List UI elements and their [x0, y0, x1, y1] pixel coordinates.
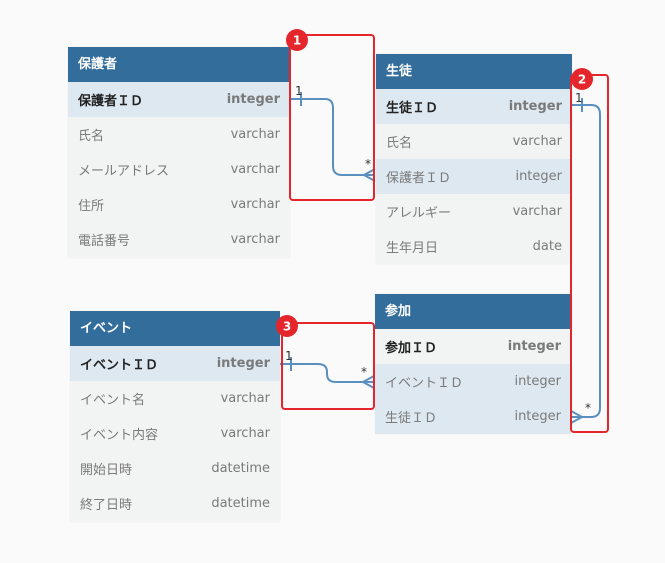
column-type: datetime [211, 496, 270, 511]
table-row[interactable]: 生年月日 date [376, 229, 572, 264]
column-name: 住所 [78, 199, 105, 214]
table-row[interactable]: アレルギー varchar [376, 194, 572, 229]
relation-event-participation[interactable]: 1 * [280, 349, 375, 389]
cardinality-many: * [585, 401, 591, 415]
table-row[interactable]: イベント名 varchar [70, 381, 280, 416]
column-name: 氏名 [78, 129, 105, 144]
table-participation[interactable]: 参加 参加ＩＤ integer イベントＩＤ integer 生徒ＩＤ integer [375, 294, 571, 434]
column-name: 氏名 [386, 136, 413, 151]
table-student[interactable]: 生徒 生徒ＩＤ integer 氏名 varchar 保護者ＩＤ integer アレ… [376, 54, 572, 264]
table-row[interactable]: 氏名 varchar [68, 117, 290, 152]
table-header: 参加 [375, 294, 571, 329]
badge-label: 2 [578, 73, 586, 87]
table-row[interactable]: 開始日時 datetime [70, 451, 280, 486]
highlight-box [281, 322, 375, 410]
column-type: varchar [230, 127, 280, 142]
table-header: イベント [70, 311, 280, 346]
column-type: date [532, 239, 562, 254]
table-row[interactable]: 生徒ＩＤ integer [375, 399, 571, 434]
column-type: integer [515, 169, 562, 184]
column-name: イベント内容 [80, 428, 159, 443]
column-type: integer [216, 356, 270, 371]
badge [286, 29, 308, 51]
column-name: メールアドレス [78, 164, 170, 179]
cardinality-one: 1 [285, 349, 293, 363]
table-row[interactable]: 氏名 varchar [376, 124, 572, 159]
badge-label: 1 [293, 34, 301, 48]
column-name: 保護者ＩＤ [386, 171, 452, 186]
column-type: datetime [211, 461, 270, 476]
column-type: varchar [220, 391, 270, 406]
badge-label: 3 [283, 320, 291, 334]
cardinality-one: 1 [295, 84, 303, 98]
table-guardian[interactable]: 保護者 保護者ＩＤ integer 氏名 varchar メールアドレス varcha… [68, 47, 290, 258]
cardinality-many: * [365, 157, 371, 171]
table-row[interactable]: 保護者ＩＤ integer [68, 82, 290, 117]
table-row[interactable]: イベント内容 varchar [70, 416, 280, 451]
column-type: integer [226, 92, 280, 107]
column-type: varchar [220, 426, 270, 441]
table-row[interactable]: イベントＩＤ integer [70, 346, 280, 381]
column-type: varchar [230, 232, 280, 247]
column-type: integer [507, 339, 561, 354]
column-name: 生徒ＩＤ [385, 411, 438, 426]
column-type: integer [514, 409, 561, 424]
column-name: 参加ＩＤ [385, 341, 438, 356]
column-type: varchar [230, 162, 280, 177]
column-name: イベントＩＤ [80, 358, 159, 373]
column-name: イベントＩＤ [385, 376, 464, 391]
table-row[interactable]: イベントＩＤ integer [375, 364, 571, 399]
cardinality-many: * [361, 365, 367, 379]
table-row[interactable]: メールアドレス varchar [68, 152, 290, 187]
column-name: 保護者ＩＤ [78, 94, 144, 109]
column-type: varchar [512, 204, 562, 219]
column-type: varchar [230, 197, 280, 212]
table-row[interactable]: 生徒ＩＤ integer [376, 89, 572, 124]
table-row[interactable]: 住所 varchar [68, 187, 290, 222]
relation-student-participation[interactable]: 1 * [570, 91, 601, 424]
column-name: 生年月日 [386, 241, 439, 256]
badge [571, 68, 593, 90]
column-name: アレルギー [386, 206, 452, 221]
column-type: integer [514, 374, 561, 389]
column-name: イベント名 [80, 393, 146, 408]
table-header: 保護者 [68, 47, 290, 82]
badge [276, 315, 298, 337]
column-type: varchar [512, 134, 562, 149]
column-name: 電話番号 [78, 234, 131, 249]
table-header: 生徒 [376, 54, 572, 89]
table-event[interactable]: イベント イベントＩＤ integer イベント名 varchar イベント内容 va… [70, 311, 280, 522]
column-type: integer [508, 99, 562, 114]
cardinality-one: 1 [575, 91, 583, 105]
column-name: 開始日時 [80, 463, 133, 478]
column-name: 終了日時 [80, 498, 133, 513]
highlight-box [570, 74, 609, 433]
table-row[interactable]: 終了日時 datetime [70, 486, 280, 521]
relation-guardian-student[interactable]: 1 * [290, 84, 376, 182]
column-name: 生徒ＩＤ [386, 101, 439, 116]
table-row[interactable]: 参加ＩＤ integer [375, 329, 571, 364]
table-row[interactable]: 保護者ＩＤ integer [376, 159, 572, 194]
table-row[interactable]: 電話番号 varchar [68, 222, 290, 257]
highlight-box [289, 34, 375, 201]
